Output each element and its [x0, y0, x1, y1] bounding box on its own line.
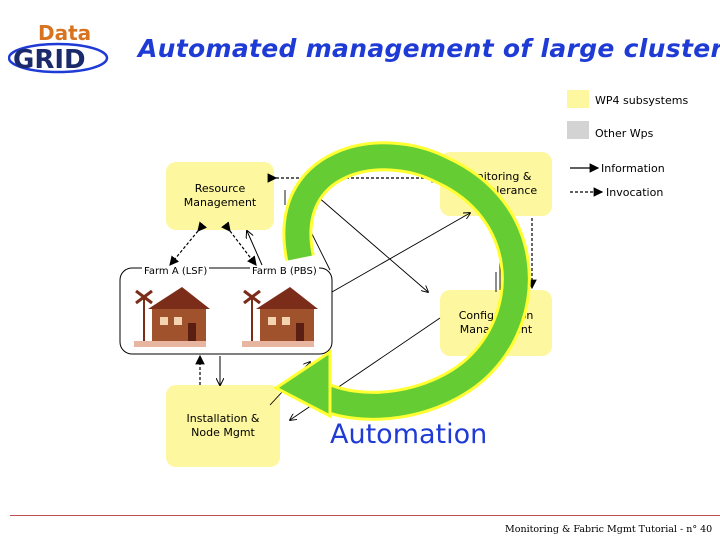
installation-line-1: Installation &	[186, 412, 260, 425]
logo-word-grid: GRID	[13, 45, 86, 74]
resource-config-info	[309, 189, 428, 292]
footer-text: Monitoring & Fabric Mgmt Tutorial - n° 4…	[505, 524, 713, 535]
farm-monitoring-info	[331, 213, 470, 293]
farm-a-label: Farm A (LSF)	[142, 266, 210, 277]
resource-farm-a-invocation	[169, 221, 208, 266]
farm-b-label: Farm B (PBS)	[250, 266, 319, 277]
automation-cycle-arrowhead	[273, 349, 332, 419]
legend-invocation-label: Invocation	[606, 186, 664, 199]
automation-cycle-arrow	[285, 144, 528, 418]
legend-other-swatch	[567, 121, 589, 139]
logo-word-data: Data	[38, 21, 91, 45]
footer-rule	[10, 515, 720, 516]
legend-information-label: Information	[601, 162, 665, 175]
legend-wp4-label: WP4 subsystems	[595, 94, 689, 107]
farm-b-resource-info	[247, 231, 263, 266]
installation-line-2: Node Mgmt	[191, 426, 255, 439]
farm-b-image	[242, 283, 318, 347]
installation-box: Installation &Node Mgmt	[166, 385, 280, 467]
legend-other-label: Other Wps	[595, 127, 654, 140]
automation-label: Automation	[330, 419, 488, 450]
farm-a-image	[134, 283, 210, 347]
resource-line-2: Management	[183, 196, 257, 209]
resource-line-1: Resource	[194, 182, 246, 195]
page-title: Automated management of large clusters	[138, 34, 720, 63]
datagrid-logo: Data GRID	[8, 21, 109, 74]
legend-wp4-swatch	[567, 90, 589, 108]
resource-farm-b-invocation	[221, 221, 257, 266]
